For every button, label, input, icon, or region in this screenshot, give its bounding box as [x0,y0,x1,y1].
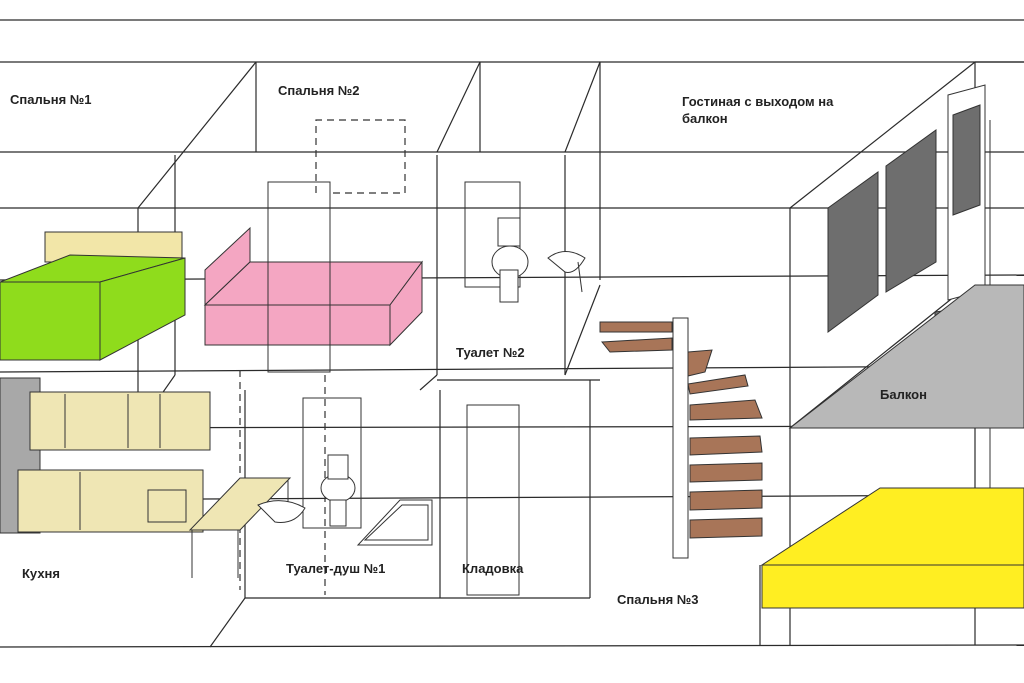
label-bedroom3: Спальня №3 [617,592,699,607]
label-kitchen: Кухня [22,566,60,581]
label-living-room: Гостиная с выходом на балкон [682,94,834,126]
balcony-floor [788,284,1024,429]
label-bedroom1: Спальня №1 [10,92,92,107]
living-windows [827,84,1024,520]
bed-bedroom3 [760,487,1024,609]
label-toilet2: Туалет №2 [456,345,525,360]
toilet-shower-1-fixtures [257,397,433,546]
bed-bedroom1 [0,231,186,361]
label-balcony: Балкон [880,387,927,402]
spiral-staircase [599,317,763,559]
label-toilet-shower1: Туалет-душ №1 [286,561,386,576]
kitchen-furniture [0,377,292,578]
label-storage: Кладовка [462,561,524,576]
storage-door [466,404,520,596]
toilet-2-fixtures [464,181,586,303]
bed-bedroom2 [203,181,423,373]
label-bedroom2: Спальня №2 [278,83,360,98]
